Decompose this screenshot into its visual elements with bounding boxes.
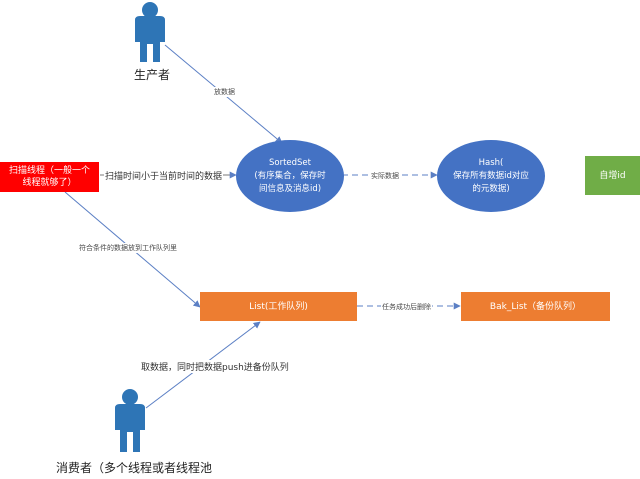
edge-label-actual-data: 实际数据 (370, 171, 400, 181)
hash-node[interactable]: Hash( 保存所有数据id对应 的元数据) (437, 140, 545, 212)
scanner-thread-node[interactable]: 扫描线程（一般一个 线程就够了） (0, 162, 99, 192)
auto-increment-id-label: 自增id (599, 170, 626, 181)
producer-label: 生产者 (134, 68, 171, 82)
scanner-line-1: 扫描线程（一般一个 (8, 166, 90, 176)
auto-increment-id-node[interactable]: 自增id (585, 156, 640, 195)
sortedset-line-2: (有序集合，保存时 (254, 170, 326, 181)
edge-label-put-data: 放数据 (213, 87, 236, 97)
backup-list-label: Bak_List（备份队列） (489, 301, 582, 312)
sortedset-line-1: SortedSet (268, 157, 311, 168)
edge-label-task-success-delete: 任务成功后删除 (381, 302, 432, 312)
edge-label-matching-to-work-queue: 符合条件的数据放到工作队列里 (78, 243, 178, 253)
consumer-person-icon (115, 389, 145, 452)
producer-person-icon (135, 2, 165, 62)
consumer-label: 消费者（多个线程或者线程池 (56, 461, 213, 475)
hash-line-2: 保存所有数据id对应 (453, 170, 529, 181)
work-list-label: List(工作队列) (249, 301, 308, 312)
edge-label-take-data-push-backup: 取数据，同时把数据push进备份队列 (140, 360, 290, 373)
sortedset-node[interactable]: SortedSet (有序集合，保存时 间信息及消息id) (236, 140, 344, 212)
scanner-line-2: 线程就够了） (22, 178, 77, 188)
work-list-node[interactable]: List(工作队列) (200, 292, 357, 321)
edge-label-scan-less-than-now: 扫描时间小于当前时间的数据 (104, 169, 224, 182)
hash-line-3: 的元数据) (472, 183, 510, 194)
hash-line-1: Hash( (478, 157, 504, 168)
backup-list-node[interactable]: Bak_List（备份队列） (461, 292, 610, 321)
sortedset-line-3: 间信息及消息id) (258, 183, 322, 194)
